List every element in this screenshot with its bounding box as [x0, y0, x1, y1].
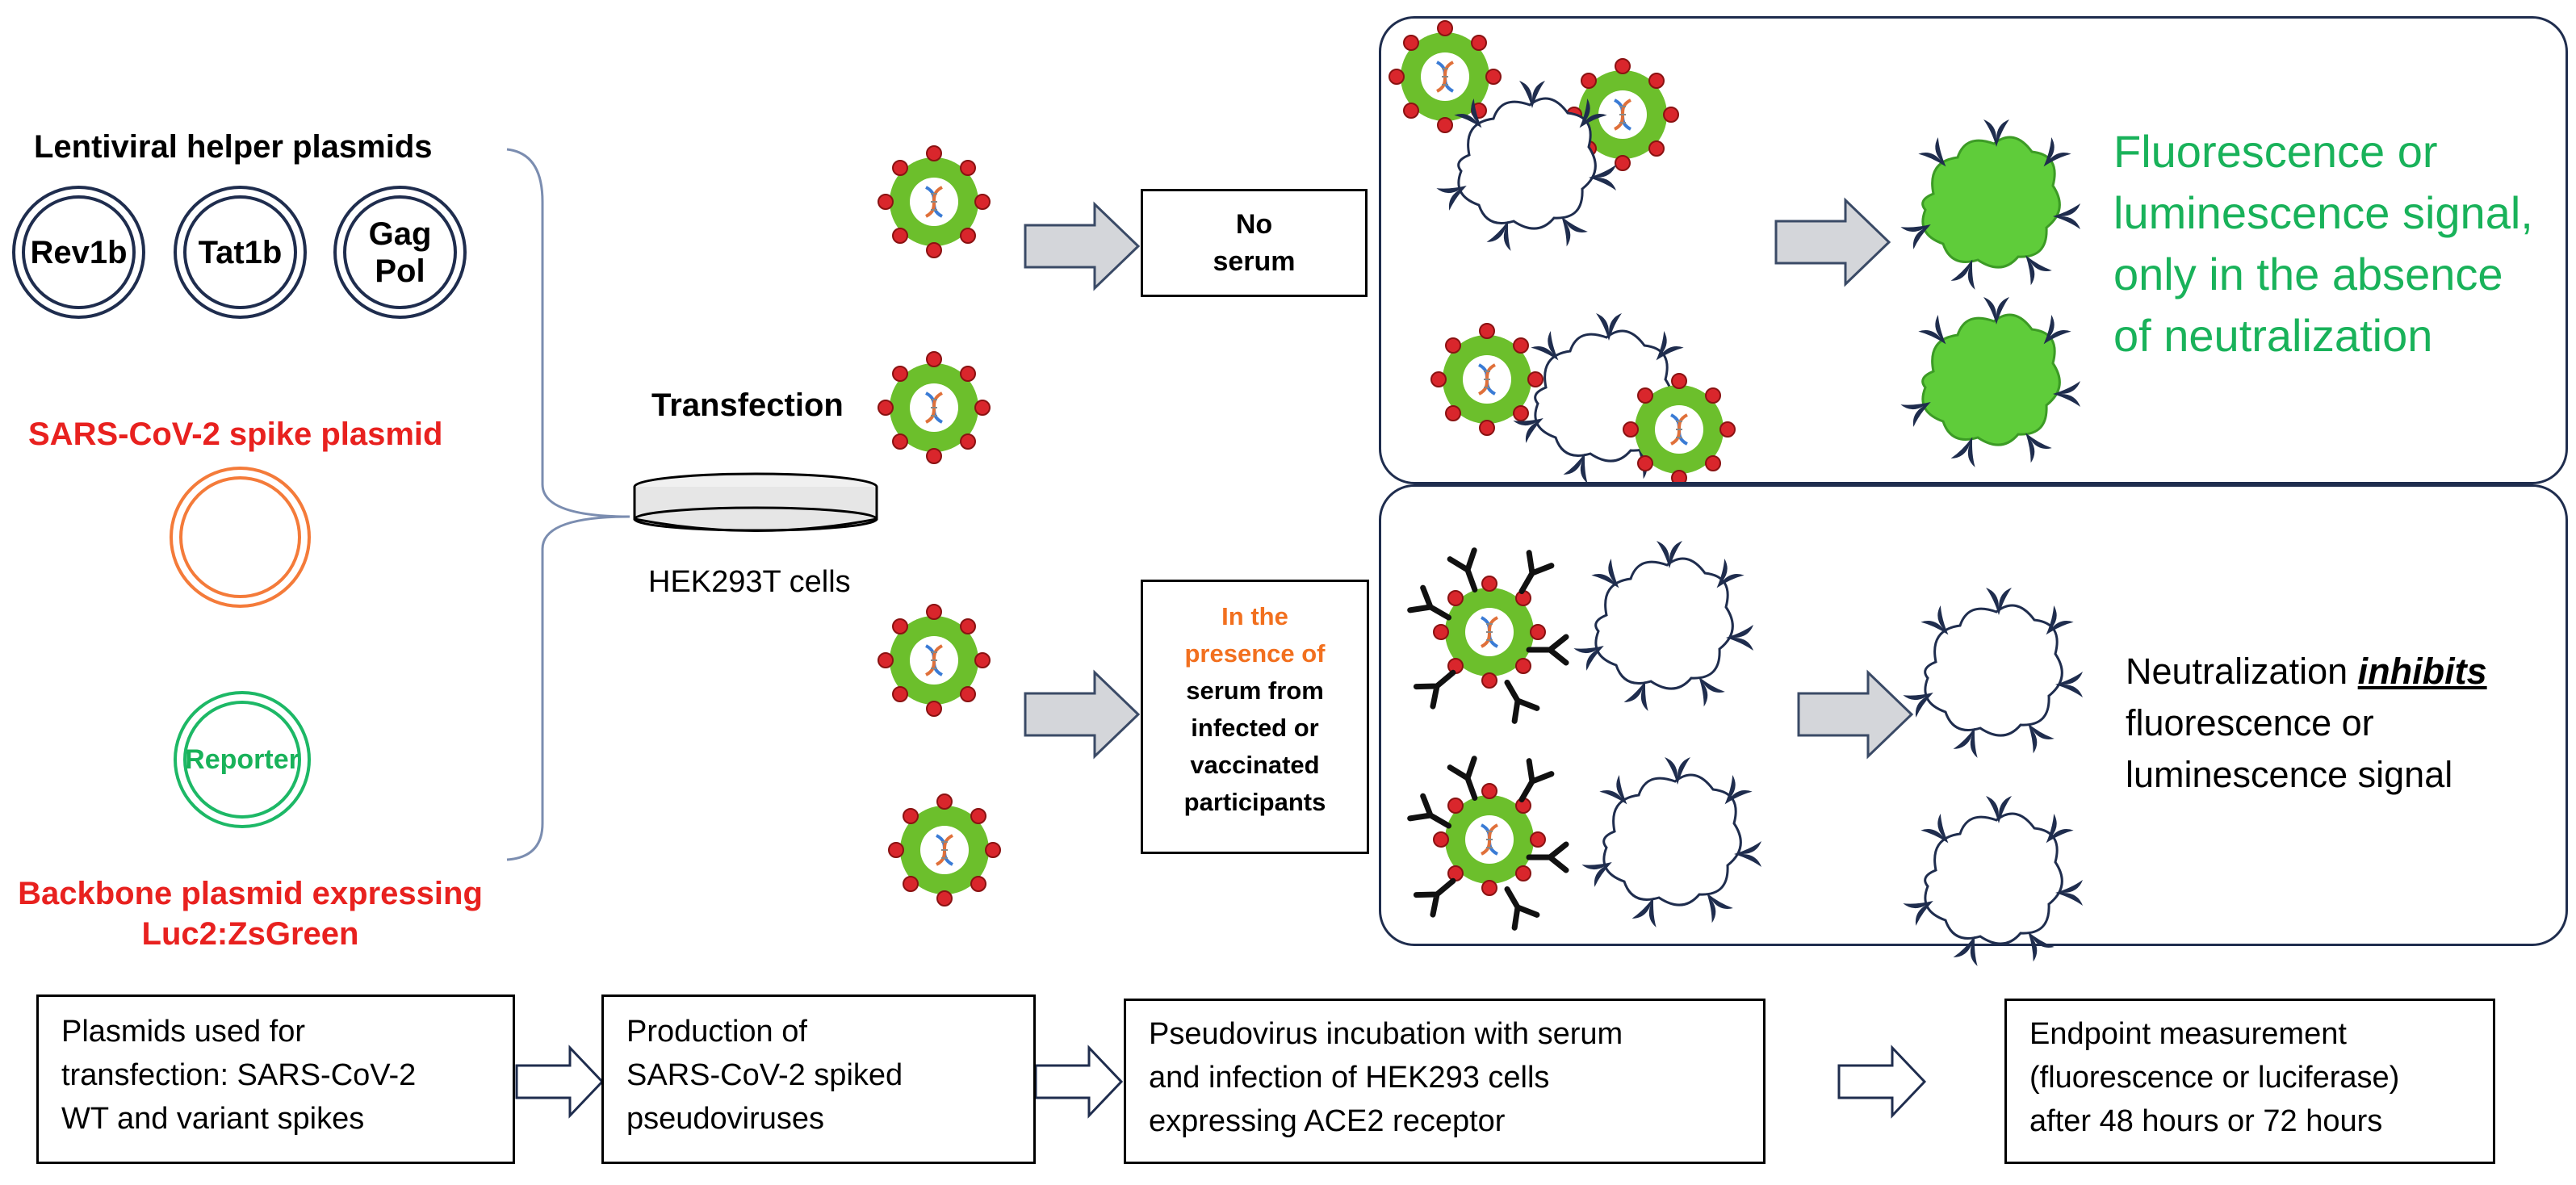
- rev1b-label: Rev1b: [30, 234, 128, 270]
- cell-line-label: HEK293T cells: [648, 565, 851, 599]
- transfection-label: Transfection: [651, 387, 844, 423]
- pseudovirus-icon: [877, 603, 991, 718]
- step-incubation-box: Pseudovirus incubation with serum and in…: [1124, 999, 1766, 1164]
- gag-pol-plasmid: Gag Pol: [333, 186, 467, 319]
- block-arrow-icon: [1024, 671, 1140, 758]
- serum-box: In the presence of serum from infected o…: [1141, 580, 1369, 854]
- step-plasmids-box: Plasmids used for transfection: SARS-CoV…: [36, 994, 515, 1164]
- inhibits-emphasis: inhibits: [2357, 651, 2487, 692]
- step-production-box: Production of SARS-CoV-2 spiked pseudovi…: [601, 994, 1036, 1164]
- reporter-plasmid: Reporter: [174, 691, 311, 828]
- pseudovirus-icon: [887, 793, 1002, 907]
- rev1b-plasmid: Rev1b: [12, 186, 145, 319]
- helper-plasmids-title: Lentiviral helper plasmids: [34, 129, 433, 165]
- gag-pol-label: Gag Pol: [368, 216, 432, 289]
- step-arrow-icon: [1034, 1046, 1123, 1117]
- petri-dish-icon: [633, 472, 878, 532]
- pseudovirus-icon: [877, 144, 991, 259]
- reporter-label: Reporter: [185, 744, 299, 775]
- block-arrow-icon: [1024, 203, 1140, 290]
- backbone-plasmid-title: Backbone plasmid expressing Luc2:ZsGreen: [18, 876, 483, 952]
- step-arrow-icon: [1837, 1046, 1926, 1117]
- pseudovirus-icon: [877, 350, 991, 465]
- tat1b-plasmid: Tat1b: [174, 186, 307, 319]
- step-arrow-icon: [515, 1046, 604, 1117]
- inhibit-text: Neutralization inhibits fluorescence or …: [2126, 651, 2487, 795]
- signal-text: Fluorescence or luminescence signal, onl…: [2113, 126, 2533, 361]
- step-endpoint-box: Endpoint measurement (fluorescence or lu…: [2004, 999, 2495, 1164]
- neutralization-panel: [1379, 484, 2568, 946]
- no-serum-box: No serum: [1141, 189, 1368, 297]
- spike-plasmid: [170, 467, 311, 608]
- tat1b-label: Tat1b: [198, 234, 283, 270]
- spike-plasmid-title: SARS-CoV-2 spike plasmid: [28, 417, 443, 452]
- no-neutralization-panel: [1379, 16, 2568, 484]
- plasmid-bracket: [506, 148, 630, 861]
